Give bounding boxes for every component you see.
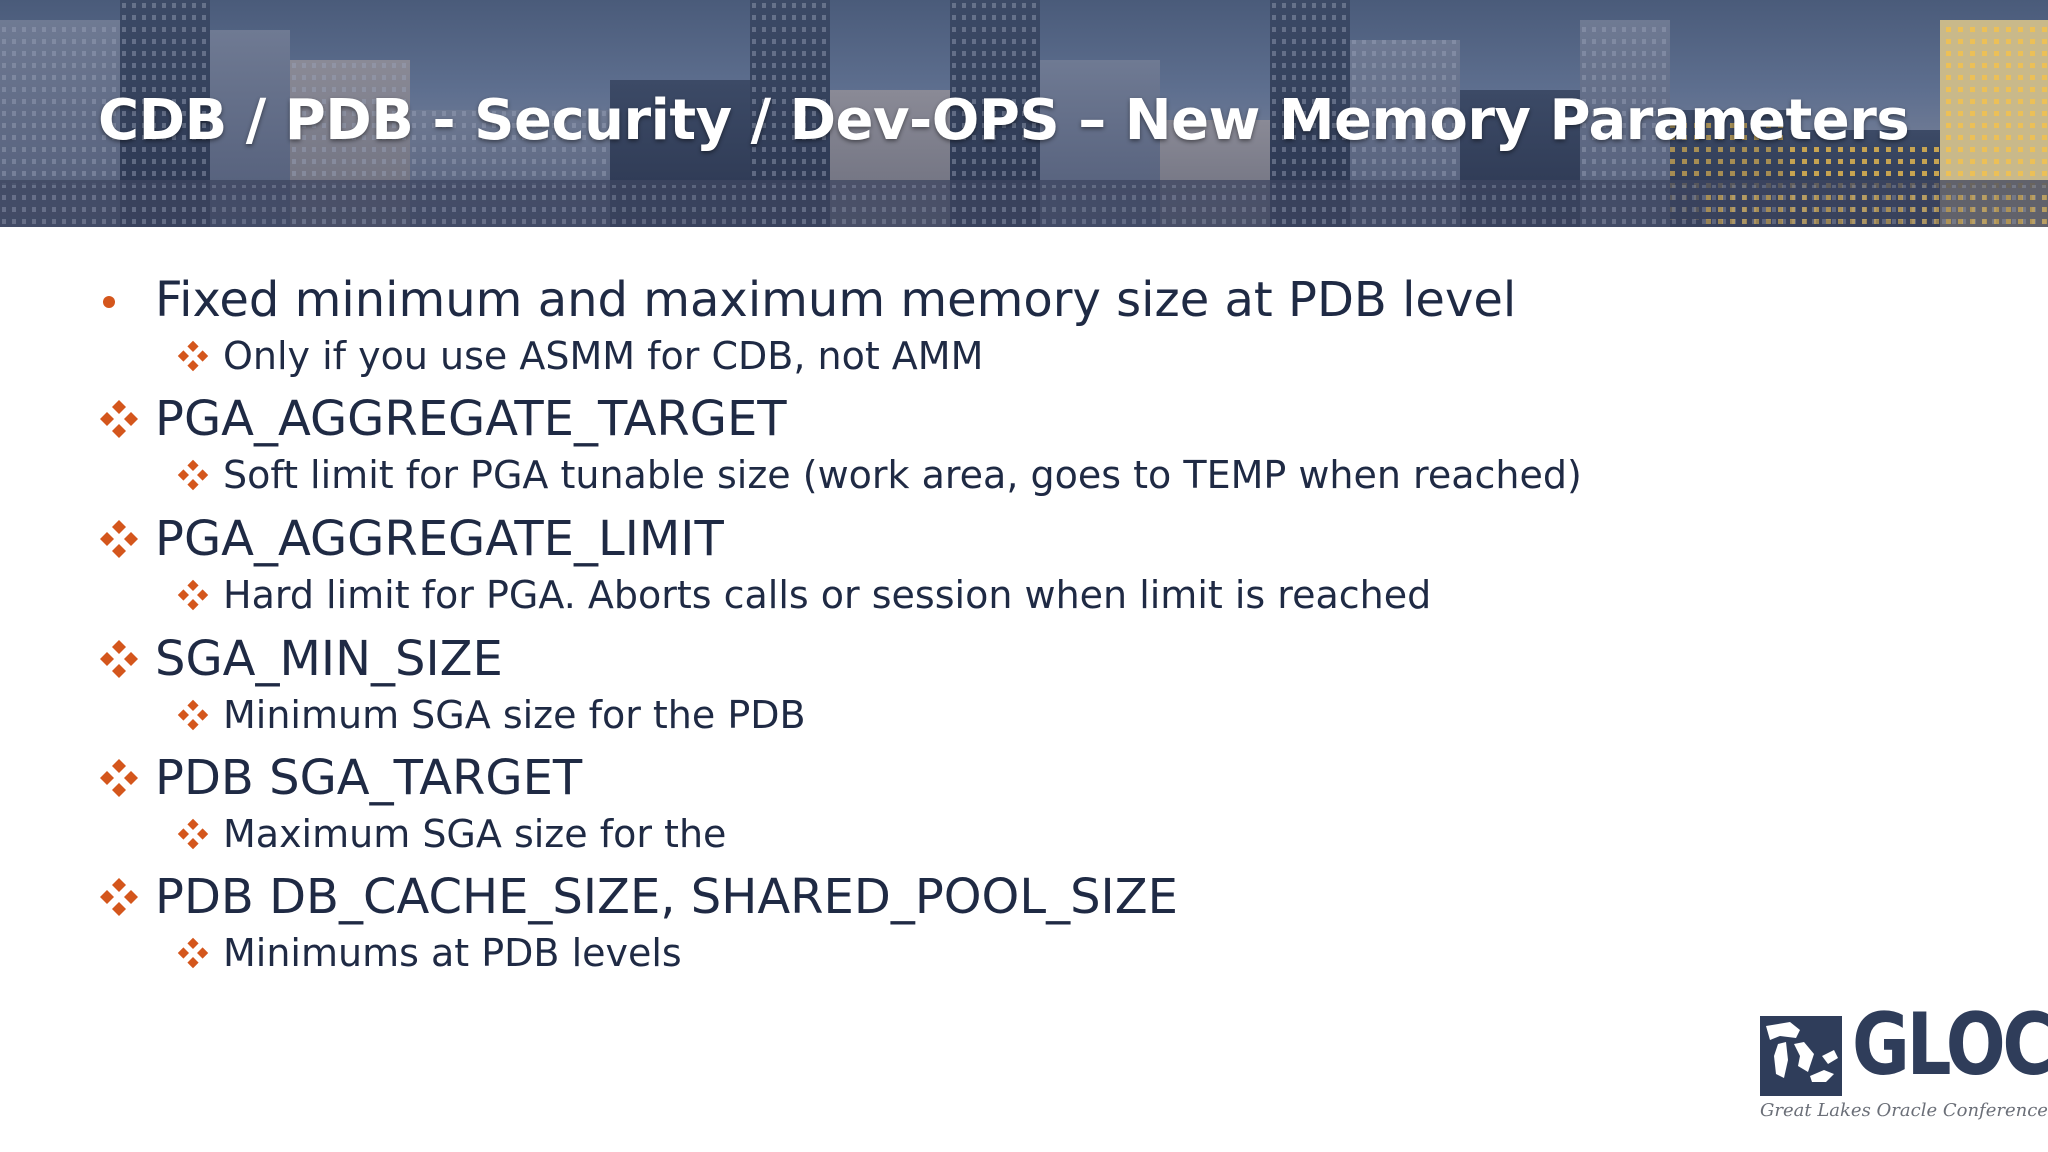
bullet-text: SGA_MIN_SIZE: [155, 631, 503, 687]
logo-tagline: Great Lakes Oracle Conference: [1760, 1100, 2048, 1121]
bullet-text: Only if you use ASMM for CDB, not AMM: [223, 334, 984, 378]
bullet-item: PDB DB_CACHE_SIZE, SHARED_POOL_SIZE: [100, 867, 1178, 927]
bullet-text: PDB SGA_TARGET: [155, 750, 583, 806]
bullet-text: PGA_AGGREGATE_LIMIT: [155, 511, 724, 567]
diamond-cluster-bullet-icon: [177, 937, 209, 969]
sub-bullet-item: Minimums at PDB levels: [177, 927, 682, 979]
bullet-text: Soft limit for PGA tunable size (work ar…: [223, 453, 1582, 497]
bullet-item: Fixed minimum and maximum memory size at…: [103, 270, 1517, 330]
diamond-cluster-bullet-icon: [100, 640, 138, 678]
bullet-text: Minimum SGA size for the PDB: [223, 693, 806, 737]
diamond-cluster-bullet-icon: [100, 878, 138, 916]
bullet-item: PGA_AGGREGATE_TARGET: [100, 389, 787, 449]
diamond-cluster-bullet-icon: [177, 459, 209, 491]
diamond-cluster-bullet-icon: [177, 579, 209, 611]
bullet-text: PDB DB_CACHE_SIZE, SHARED_POOL_SIZE: [155, 869, 1178, 925]
bullet-item: PDB SGA_TARGET: [100, 748, 583, 808]
sub-bullet-item: Soft limit for PGA tunable size (work ar…: [177, 449, 1582, 501]
diamond-cluster-bullet-icon: [177, 340, 209, 372]
gloc-logo: GLOC Great Lakes Oracle Conference: [1756, 1002, 2048, 1126]
bullet-text: Maximum SGA size for the: [223, 812, 727, 856]
sub-bullet-item: Hard limit for PGA. Aborts calls or sess…: [177, 569, 1432, 621]
diamond-cluster-bullet-icon: [100, 759, 138, 797]
diamond-cluster-bullet-icon: [177, 699, 209, 731]
bullet-text: Hard limit for PGA. Aborts calls or sess…: [223, 573, 1432, 617]
bullet-text: Fixed minimum and maximum memory size at…: [155, 272, 1517, 328]
city-skyline-image: [0, 0, 2048, 227]
header-banner: CDB / PDB - Security / Dev-OPS – New Mem…: [0, 0, 2048, 227]
bullet-text: Minimums at PDB levels: [223, 931, 682, 975]
bullet-text: PGA_AGGREGATE_TARGET: [155, 391, 787, 447]
diamond-cluster-bullet-icon: [100, 520, 138, 558]
bullet-item: PGA_AGGREGATE_LIMIT: [100, 509, 724, 569]
sub-bullet-item: Minimum SGA size for the PDB: [177, 689, 806, 741]
diamond-cluster-bullet-icon: [100, 400, 138, 438]
great-lakes-map-icon: [1760, 1016, 1842, 1096]
diamond-cluster-bullet-icon: [177, 818, 209, 850]
bullet-item: SGA_MIN_SIZE: [100, 629, 503, 689]
sub-bullet-item: Maximum SGA size for the: [177, 808, 727, 860]
round-bullet-icon: [103, 296, 115, 308]
logo-wordmark: GLOC: [1852, 995, 2048, 1095]
sub-bullet-item: Only if you use ASMM for CDB, not AMM: [177, 330, 984, 382]
slide-title: CDB / PDB - Security / Dev-OPS – New Mem…: [98, 88, 1910, 153]
